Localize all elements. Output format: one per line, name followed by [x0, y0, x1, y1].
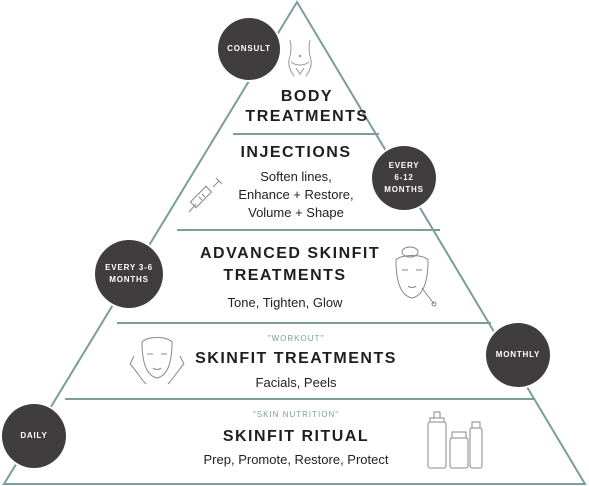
skincare-bottles-icon: [427, 411, 483, 469]
badge-line: EVERY: [388, 161, 420, 170]
tier2-line3: Volume + Shape: [248, 205, 344, 220]
badge-line: EVERY 3-6: [105, 263, 153, 272]
monthly-badge: MONTHLY: [486, 323, 550, 387]
tier2-line1: Soften lines,: [260, 169, 332, 184]
daily-badge-label: DAILY: [20, 431, 48, 440]
tier3-title-line2: TREATMENTS: [223, 267, 347, 284]
tier4-subtitle: Facials, Peels: [255, 375, 337, 390]
consult-badge: CONSULT: [218, 18, 280, 80]
badge-line: 6-12: [394, 173, 414, 182]
every-6-12-months-badge: EVERY 6-12 MONTHS: [372, 146, 436, 210]
body-torso-icon: [288, 39, 312, 77]
tier3-title-line1: ADVANCED SKINFIT: [200, 245, 381, 262]
tier2-line2: Enhance + Restore,: [238, 187, 354, 202]
daily-badge: DAILY: [2, 404, 66, 468]
tier5-title: SKINFIT RITUAL: [222, 428, 370, 445]
tier3-subtitle: Tone, Tighten, Glow: [227, 295, 343, 310]
tier4-title: SKINFIT TREATMENTS: [195, 350, 397, 367]
tier4-tag: "WORKOUT": [267, 334, 325, 343]
tier1-title-line1: BODY: [280, 88, 334, 105]
every-3-6-months-badge: EVERY 3-6 MONTHS: [95, 240, 163, 308]
monthly-badge-label: MONTHLY: [495, 350, 541, 359]
syringe-icon: [188, 177, 223, 213]
face-hands-icon: [129, 337, 185, 385]
tier5-subtitle: Prep, Promote, Restore, Protect: [203, 452, 389, 467]
tier2-title: INJECTIONS: [240, 144, 352, 161]
consult-badge-label: CONSULT: [227, 44, 271, 53]
tier5-tag: "SKIN NUTRITION": [252, 410, 340, 419]
badge-line: MONTHS: [109, 275, 149, 284]
face-treatment-icon: [395, 246, 437, 307]
badge-line: MONTHS: [384, 185, 424, 194]
tier1-title-line2: TREATMENTS: [245, 108, 369, 125]
